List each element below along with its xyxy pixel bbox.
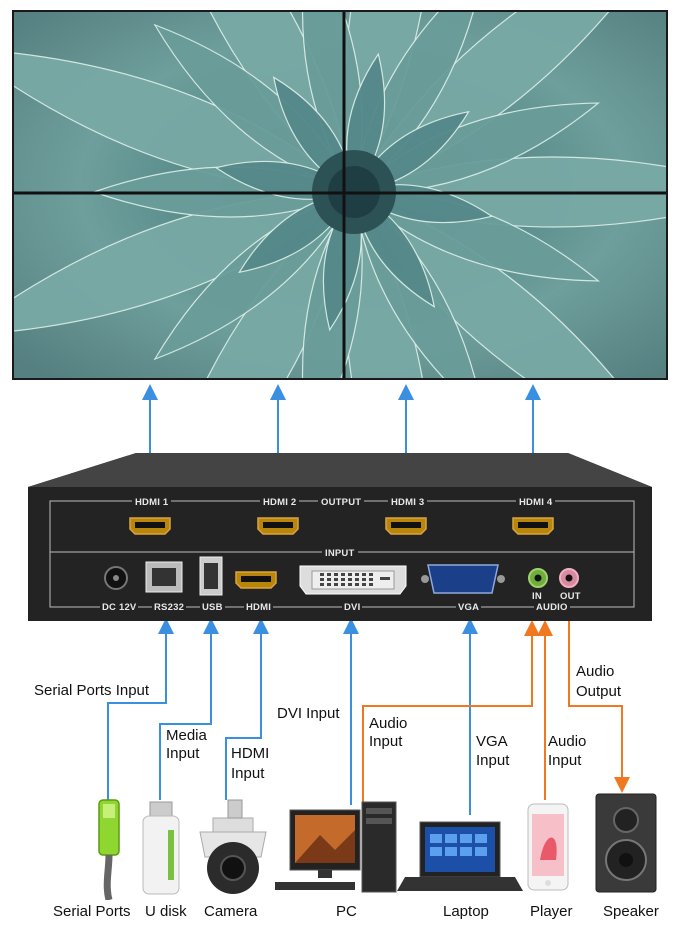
arrow-audio-output [568,620,630,793]
hdmi2-label: HDMI 2 [260,497,300,508]
audio-out-label: OUT [560,591,581,602]
hdmi1-label: HDMI 1 [132,497,172,508]
audio-in-label: IN [532,591,542,602]
agave-plant-image [14,12,666,378]
output-label: OUTPUT [318,497,365,508]
pc-audio-input-label-2: Input [369,733,403,750]
dvi-input-label: DVI Input [277,705,340,722]
udisk-icon [142,801,180,895]
device-player-label: Player [530,903,573,920]
usb-label: USB [200,602,225,613]
device-camera-label: Camera [204,903,258,920]
audio-output-label-2: Output [576,683,622,700]
device-serial-label: Serial Ports [53,903,131,920]
laptop-icon [397,821,523,891]
vga-label: VGA [456,602,482,613]
speaker-icon [595,793,657,893]
pc-icon [275,801,397,893]
hdmi3-label: HDMI 3 [388,497,428,508]
camera-icon [199,799,267,894]
media-input-label-2: Input [166,745,200,762]
hdmi-input-label-1: HDMI [231,745,270,762]
serial-input-label: Serial Ports Input [34,682,150,699]
audio-label: AUDIO [534,602,570,613]
dvi-label: DVI [342,602,363,613]
hdmi-input-label-2: Input [231,765,265,782]
video-wall-controller: HDMI 1 HDMI 2 OUTPUT HDMI 3 HDMI 4 INPUT… [28,453,652,621]
pc-audio-input-label-1: Audio [369,715,408,732]
input-label: INPUT [322,548,358,559]
phone-player-icon [527,803,569,891]
device-udisk-label: U disk [145,903,187,920]
video-wall [12,10,668,380]
arrow-serial-input [107,618,174,800]
arrow-hdmi-input [225,618,269,800]
device-speaker-label: Speaker [603,903,659,920]
arrow-pc-audio-input [362,620,540,805]
hdmi-input-label: HDMI [244,602,274,613]
dc-label: DC 12V [100,602,139,613]
arrow-media-input [159,618,219,800]
hdmi4-label: HDMI 4 [516,497,556,508]
media-input-label-1: Media [166,727,207,744]
rs232-label: RS232 [152,602,187,613]
device-pc-label: PC [336,903,357,920]
devices-row [98,793,657,900]
agave-leaves [14,12,666,378]
vga-input-label-1: VGA [476,733,508,750]
vga-port[interactable] [427,564,499,594]
serial-cable-icon [98,799,120,900]
vga-input-label-2: Input [476,752,510,769]
player-audio-input-label-2: Input [548,752,582,769]
audio-output-label-1: Audio [576,663,615,680]
device-laptop-label: Laptop [443,903,489,920]
player-audio-input-label-1: Audio [548,733,587,750]
